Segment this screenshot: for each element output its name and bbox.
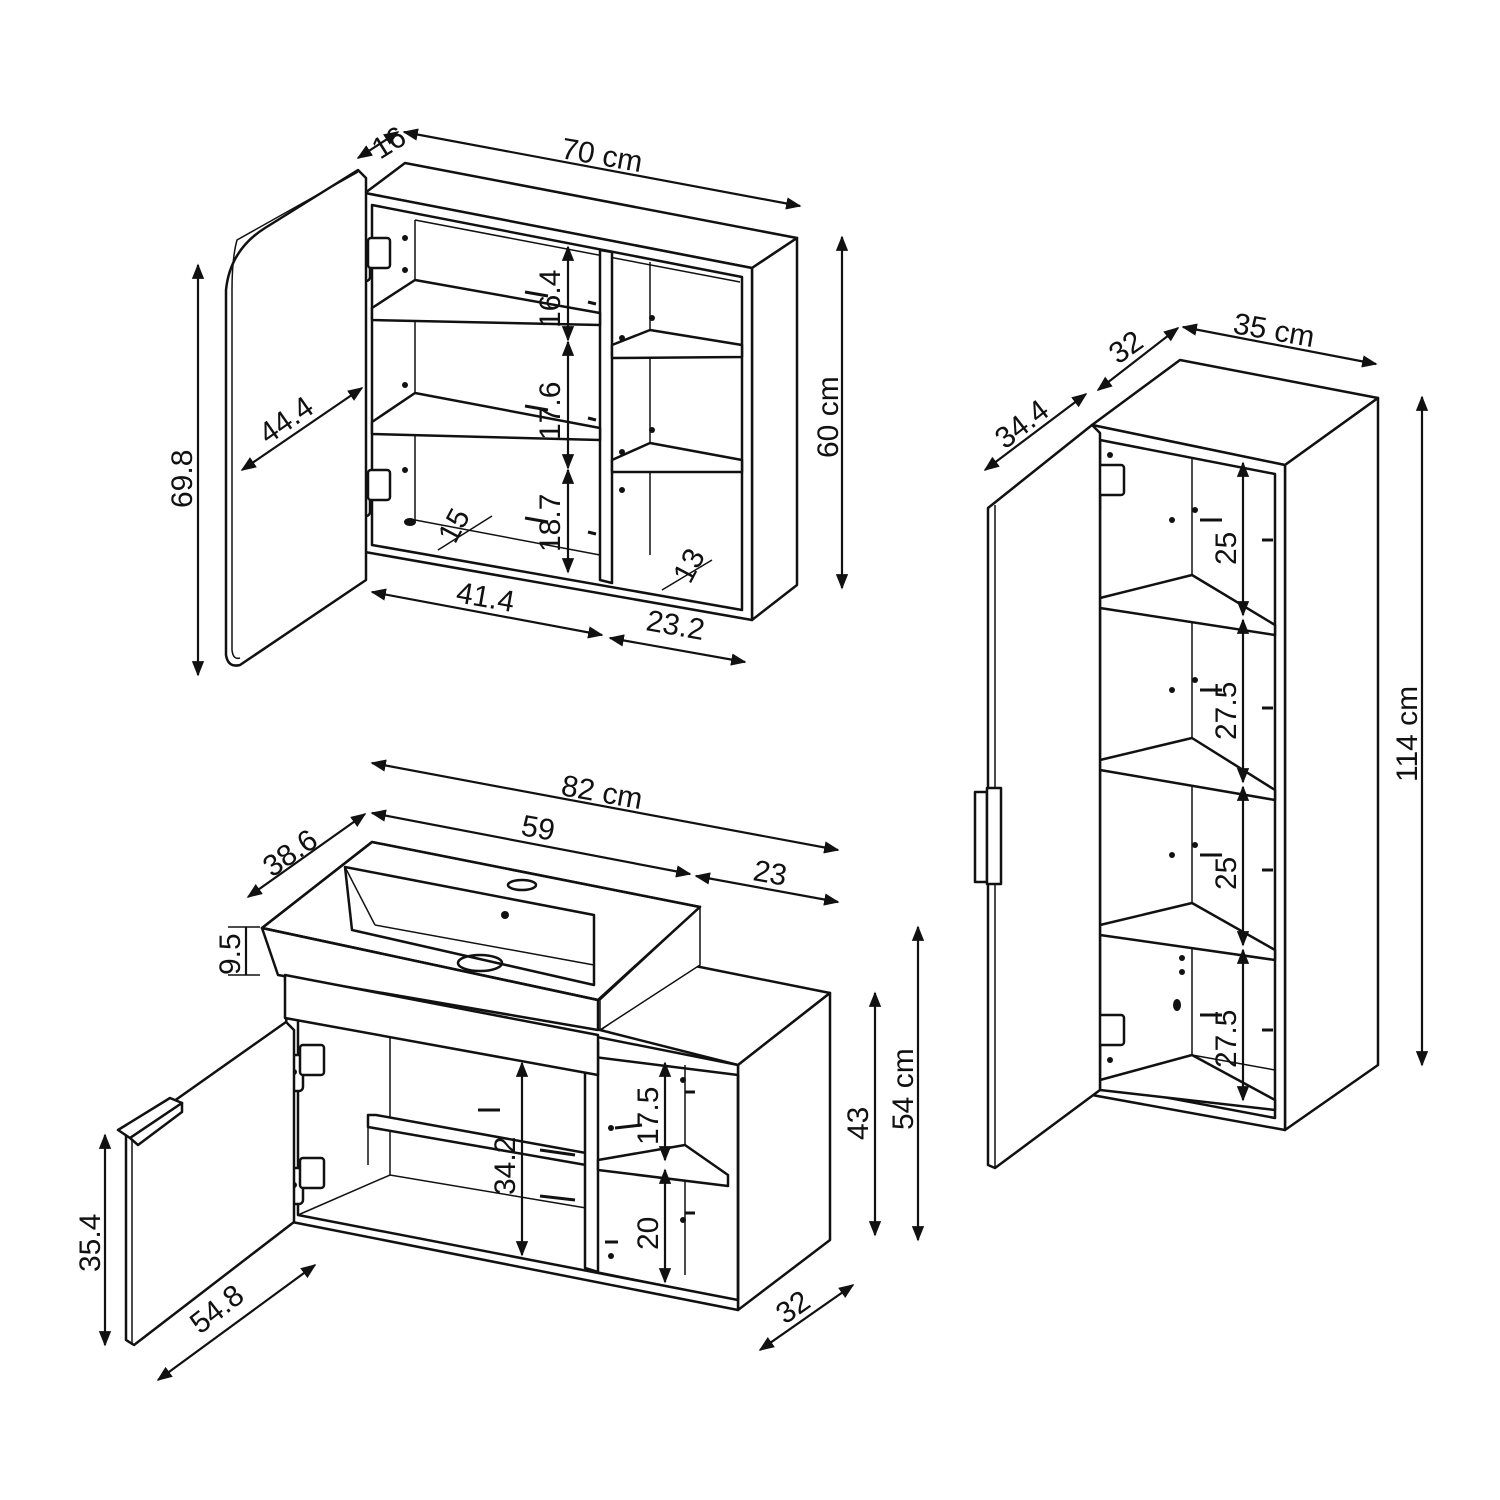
mirror-height-label: 60 cm [812, 376, 845, 458]
mirror-shelf-3-label: 18.7 [534, 494, 567, 552]
vanity-shelf-lower-label: 20 [632, 1217, 665, 1250]
tall-shelf-4-label: 27.5 [1210, 1010, 1243, 1068]
vanity-shelf-upper-label: 17.5 [632, 1087, 665, 1145]
tall-width-label: 35 cm [1231, 307, 1317, 354]
door-handle-icon [116, 1096, 184, 1147]
vanity-total-width-label: 82 cm [559, 769, 645, 816]
tall-shelf-2-label: 27.5 [1210, 682, 1243, 740]
tall-shelf-1-label: 25 [1210, 532, 1243, 565]
vanity-unit: 82 cm 59 23 38.6 9.5 34.2 17.5 20 43 54 … [74, 759, 925, 1381]
tall-cabinet: 35 cm 32 34.4 114 cm 25 27.5 25 27.5 [973, 307, 1429, 1170]
mirror-shelf-1-label: 16.4 [534, 270, 567, 328]
vanity-sink-height-label: 9.5 [214, 933, 247, 975]
vanity-total-height-label: 54 cm [887, 1048, 920, 1130]
door-handle-icon [973, 786, 1003, 886]
tall-depth-label: 32 [1103, 325, 1149, 371]
tall-height-label: 114 cm [1391, 686, 1424, 782]
tall-shelf-3-label: 25 [1210, 857, 1243, 890]
mirror-depth-label: 16 [366, 120, 412, 166]
vanity-body-height-label: 43 [842, 1107, 875, 1140]
vanity-inner-height-label: 34.2 [489, 1137, 522, 1195]
mirror-width-label: 70 cm [559, 132, 645, 179]
vanity-door-height-label: 35.4 [74, 1214, 107, 1272]
vanity-side-width-label: 23 [751, 854, 790, 892]
tall-door-width-label: 34.4 [989, 394, 1055, 456]
mirror-shelf-2-label: 17.6 [534, 382, 567, 440]
vanity-sink-depth-label: 38.6 [257, 823, 324, 884]
mirror-cabinet: 16 70 cm 60 cm 69.8 44.4 16.4 17.6 18.7 … [166, 120, 849, 677]
vanity-depth-label: 32 [770, 1285, 816, 1331]
vanity-sink-width-label: 59 [519, 809, 558, 847]
mirror-door-height-label: 69.8 [166, 450, 199, 508]
mirror-left-width-label: 41.4 [454, 576, 517, 619]
